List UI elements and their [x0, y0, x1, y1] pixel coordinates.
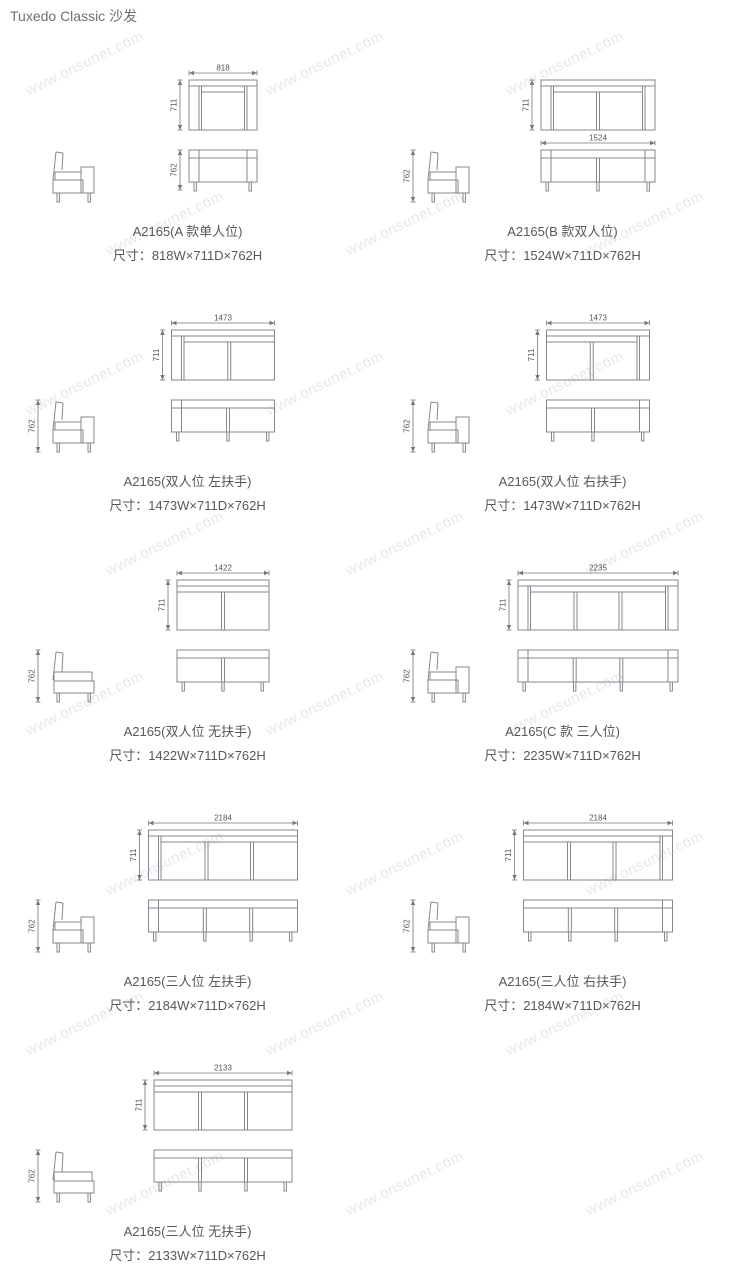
svg-text:762: 762 [402, 419, 411, 433]
product-size: 尺寸：1524W×711D×762H [484, 248, 641, 263]
svg-text:2133: 2133 [214, 1064, 232, 1073]
svg-text:1473: 1473 [589, 314, 607, 323]
sofa-diagram: 1422 711 762 [27, 564, 269, 703]
product-name: A2165(三人位 左扶手) [123, 974, 252, 989]
svg-text:711: 711 [129, 848, 138, 861]
svg-text:711: 711 [152, 348, 161, 361]
svg-text:762: 762 [402, 919, 411, 933]
product-size: 尺寸：818W×711D×762H [112, 248, 263, 263]
svg-text:711: 711 [134, 1098, 143, 1111]
sofa-diagram: 2184 711 762 [27, 814, 298, 953]
svg-text:2184: 2184 [214, 814, 232, 823]
svg-text:1524: 1524 [589, 134, 607, 143]
svg-text:762: 762 [27, 669, 36, 683]
product-name: A2165(双人位 右扶手) [498, 474, 627, 489]
product-size: 尺寸：2184W×711D×762H [484, 998, 641, 1013]
product-name: A2165(A 款单人位) [132, 224, 243, 239]
svg-text:762: 762 [402, 169, 411, 183]
svg-text:1473: 1473 [214, 314, 232, 323]
svg-text:2184: 2184 [589, 814, 607, 823]
svg-text:1422: 1422 [214, 564, 232, 573]
product-size: 尺寸：2184W×711D×762H [109, 998, 266, 1013]
sofa-diagram: 2235 711 762 [402, 564, 678, 703]
product-name: A2165(C 款 三人位) [505, 724, 620, 739]
product-size: 尺寸：1422W×711D×762H [109, 748, 266, 763]
svg-text:818: 818 [216, 64, 230, 73]
product-card: 1473 711 762 A2165(双人位 左扶手) 尺寸：1473W×711D×… [0, 280, 375, 530]
sofa-diagram: 711 1524 762 [402, 79, 655, 203]
product-card: 1473 711 762 A2165(双人位 右扶手) 尺寸：1473W×711D×… [375, 280, 750, 530]
product-size: 尺寸：2133W×711D×762H [109, 1248, 266, 1263]
product-name: A2165(B 款双人位) [507, 224, 618, 239]
product-name: A2165(双人位 左扶手) [123, 474, 252, 489]
sofa-diagram: 818 711 762 [52, 64, 257, 203]
product-card: 2184 711 762 A2165(三人位 右扶手) 尺寸：2184W×711D×… [375, 780, 750, 1030]
product-card: 818 711 762 A2165(A 款单人位) 尺寸：818W×711D×762… [0, 30, 375, 280]
svg-text:762: 762 [27, 1169, 36, 1183]
product-name: A2165(双人位 无扶手) [123, 724, 252, 739]
product-card: 1422 711 762 A2165(双人位 无扶手) 尺寸：1422W×711D×… [0, 530, 375, 780]
svg-text:711: 711 [504, 848, 513, 861]
svg-text:762: 762 [169, 163, 178, 177]
product-card: 2184 711 762 A2165(三人位 左扶手) 尺寸：2184W×711D×… [0, 780, 375, 1030]
svg-text:711: 711 [521, 98, 530, 111]
product-card: 2235 711 762 A2165(C 款 三人位) 尺寸：2235W×711D×… [375, 530, 750, 780]
sofa-diagram: 1473 711 762 [27, 314, 275, 453]
sofa-diagram: 2133 711 762 [27, 1064, 292, 1203]
product-grid: 818 711 762 A2165(A 款单人位) 尺寸：818W×711D×762… [0, 30, 750, 1280]
product-card: 2133 711 762 A2165(三人位 无扶手) 尺寸：2133W×711D×… [0, 1030, 375, 1280]
svg-text:711: 711 [527, 348, 536, 361]
svg-text:711: 711 [498, 598, 507, 611]
svg-text:711: 711 [157, 598, 166, 611]
product-name: A2165(三人位 无扶手) [123, 1224, 252, 1239]
svg-text:762: 762 [27, 919, 36, 933]
product-name: A2165(三人位 右扶手) [498, 974, 627, 989]
product-card: 711 1524 762 A2165(B 款双人位) 尺寸：1524W×711D×7… [375, 30, 750, 280]
product-size: 尺寸：2235W×711D×762H [484, 748, 641, 763]
svg-text:2235: 2235 [589, 564, 607, 573]
svg-text:711: 711 [169, 98, 178, 111]
sofa-diagram: 1473 711 762 [402, 314, 650, 453]
page-title: Tuxedo Classic 沙发 [10, 8, 138, 24]
product-size: 尺寸：1473W×711D×762H [484, 498, 641, 513]
sofa-diagram: 2184 711 762 [402, 814, 673, 953]
product-size: 尺寸：1473W×711D×762H [109, 498, 266, 513]
svg-text:762: 762 [402, 669, 411, 683]
svg-text:762: 762 [27, 419, 36, 433]
